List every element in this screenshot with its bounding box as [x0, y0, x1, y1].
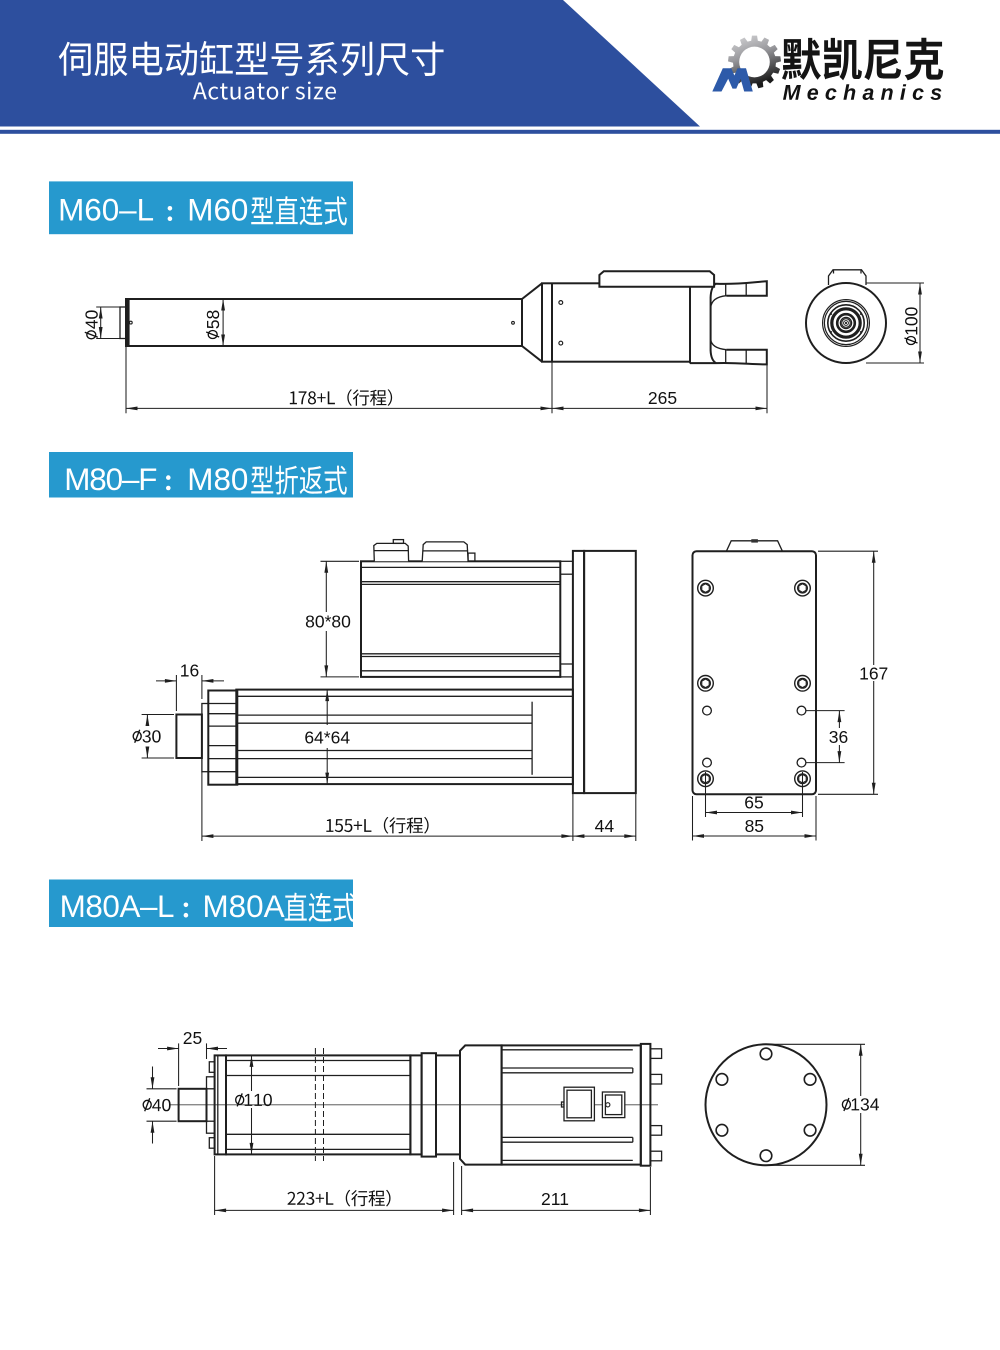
svg-text:16: 16	[180, 660, 199, 680]
svg-text:65: 65	[744, 792, 763, 812]
svg-text:80*80: 80*80	[305, 612, 351, 632]
svg-text:M80: M80	[187, 462, 248, 497]
svg-text:265: 265	[648, 388, 677, 408]
svg-text:M60–L: M60–L	[58, 193, 154, 228]
svg-text:25: 25	[183, 1028, 202, 1048]
svg-text:64*64: 64*64	[304, 728, 350, 748]
svg-text:M80A: M80A	[203, 889, 285, 924]
svg-text:36: 36	[829, 727, 848, 747]
svg-text:M60: M60	[187, 193, 248, 228]
svg-text:85: 85	[745, 816, 764, 836]
svg-text:211: 211	[541, 1189, 569, 1209]
svg-text:M80A–L: M80A–L	[60, 889, 175, 924]
svg-text:44: 44	[595, 816, 615, 836]
svg-text:167: 167	[859, 663, 888, 683]
svg-text:M80–F: M80–F	[64, 462, 156, 497]
